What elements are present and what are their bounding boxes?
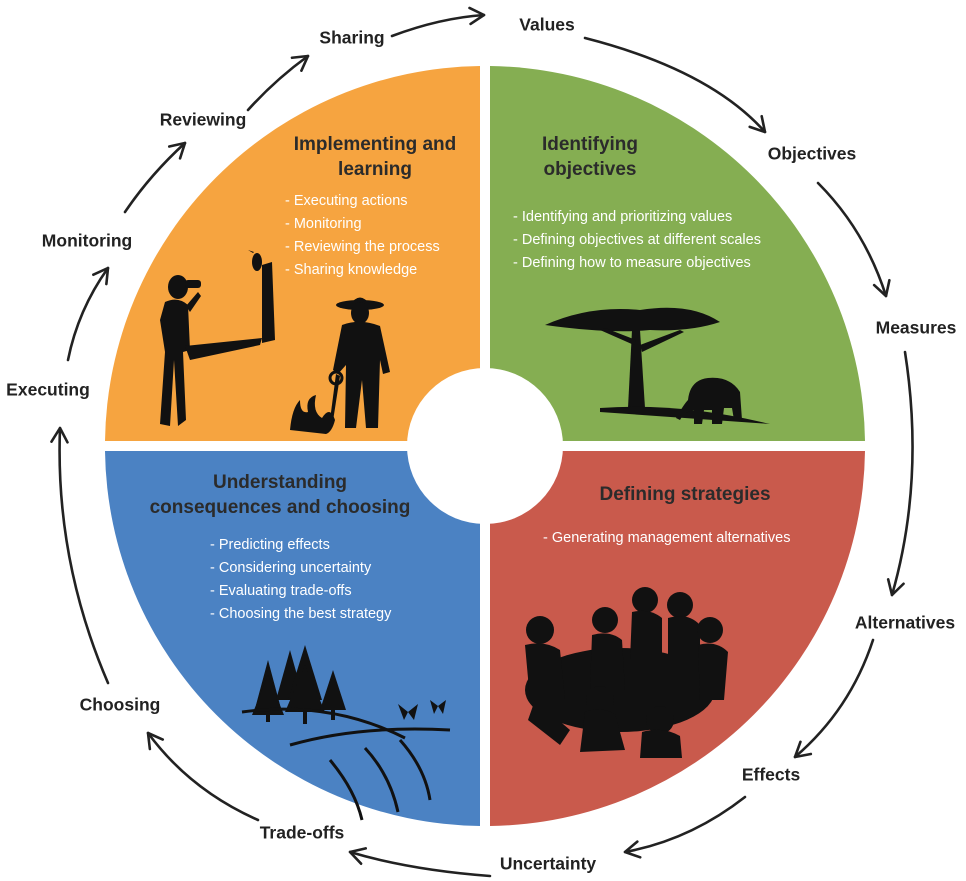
arrow-values-objectives bbox=[583, 36, 767, 134]
objectives-title-line-1: Identifying bbox=[541, 134, 639, 155]
step-choosing: Choosing bbox=[79, 694, 161, 715]
implementing-title-line-2: learning bbox=[338, 159, 412, 180]
quadrant-consequences bbox=[105, 451, 480, 826]
list-item: - Choosing the best strategy bbox=[210, 606, 392, 622]
list-item: - Defining how to measure objectives bbox=[513, 255, 751, 271]
consequences-title-line-2: consequences and choosing bbox=[149, 497, 411, 518]
group-meeting-icon bbox=[525, 587, 728, 758]
list-item: - Considering uncertainty bbox=[210, 560, 372, 576]
consequences-title: Understanding consequences and choosing bbox=[140, 470, 420, 520]
strategies-illustrations bbox=[525, 587, 728, 758]
step-sharing: Sharing bbox=[319, 27, 385, 48]
arrow-alternatives-effects bbox=[793, 638, 875, 759]
objectives-illustrations bbox=[545, 307, 770, 424]
list-item: - Reviewing the process bbox=[285, 239, 440, 255]
step-values: Values bbox=[519, 14, 575, 35]
arrow-sharing-values bbox=[390, 6, 486, 38]
strategies-list: - Generating management alternatives bbox=[543, 527, 790, 550]
quadrant-objectives bbox=[490, 66, 865, 441]
arrow-tradeoffs-choosing bbox=[146, 731, 260, 822]
arrow-monitoring-reviewing bbox=[123, 141, 187, 214]
list-item: - Evaluating trade-offs bbox=[210, 583, 352, 599]
implementing-list: - Executing actions - Monitoring - Revie… bbox=[285, 190, 440, 282]
step-monitoring: Monitoring bbox=[41, 230, 133, 251]
list-item: - Executing actions bbox=[285, 193, 408, 209]
step-executing: Executing bbox=[6, 379, 90, 400]
list-item: - Generating management alternatives bbox=[543, 530, 791, 546]
step-reviewing: Reviewing bbox=[159, 109, 247, 130]
arrow-measures-alternatives bbox=[886, 350, 914, 597]
list-item: - Defining objectives at different scale… bbox=[513, 232, 761, 248]
butterflies-icon bbox=[398, 700, 446, 720]
objectives-list: - Identifying and prioritizing values - … bbox=[513, 206, 761, 275]
list-item: - Monitoring bbox=[285, 216, 362, 232]
consequences-illustrations bbox=[241, 645, 451, 821]
arrow-uncertainty-tradeoffs bbox=[348, 847, 492, 878]
strategies-title: Defining strategies bbox=[575, 482, 795, 507]
step-uncertainty: Uncertainty bbox=[499, 853, 597, 874]
step-objectives: Objectives bbox=[767, 143, 857, 164]
arrow-reviewing-sharing bbox=[246, 54, 310, 112]
consequences-list: - Predicting effects - Considering uncer… bbox=[210, 534, 391, 626]
step-measures: Measures bbox=[875, 317, 957, 338]
acacia-tree-icon bbox=[545, 307, 770, 424]
cycle-arrows bbox=[50, 6, 914, 878]
list-item: - Predicting effects bbox=[210, 537, 330, 553]
list-item: - Sharing knowledge bbox=[285, 262, 418, 278]
objectives-title-line-2: objectives bbox=[543, 159, 637, 180]
implementing-illustrations bbox=[160, 250, 390, 434]
implementing-title-line-1: Implementing and bbox=[293, 134, 457, 155]
arrow-choosing-executing bbox=[50, 426, 110, 685]
woodpecker-tree-icon bbox=[248, 250, 275, 343]
center-circle bbox=[407, 368, 563, 524]
arrow-objectives-measures bbox=[816, 181, 891, 298]
forest-landscape-icon bbox=[252, 645, 346, 724]
strategies-title-line-1: Defining strategies bbox=[599, 484, 771, 505]
field-lines bbox=[241, 707, 451, 821]
step-alternatives: Alternatives bbox=[854, 612, 956, 633]
person-binoculars-icon bbox=[160, 275, 262, 426]
ranger-dog-icon bbox=[328, 297, 390, 428]
step-effects: Effects bbox=[741, 764, 801, 785]
arrow-effects-uncertainty bbox=[623, 795, 747, 859]
elephant-icon bbox=[676, 377, 742, 424]
objectives-title: Identifying objectives bbox=[510, 132, 670, 182]
arrow-executing-monitoring bbox=[66, 266, 110, 362]
step-tradeoffs: Trade-offs bbox=[259, 822, 345, 843]
fire-icon bbox=[290, 395, 335, 434]
list-item: - Identifying and prioritizing values bbox=[513, 209, 733, 225]
consequences-title-line-1: Understanding bbox=[212, 472, 348, 493]
implementing-title: Implementing and learning bbox=[270, 132, 480, 182]
